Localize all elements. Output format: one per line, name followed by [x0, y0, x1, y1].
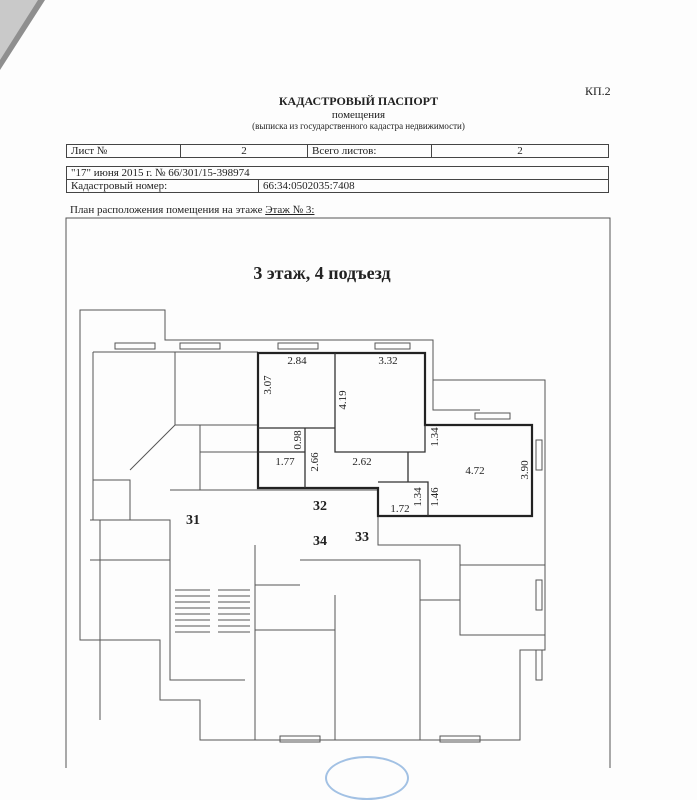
dimension-label: 4.72	[465, 465, 484, 477]
page-fold-shadow	[0, 0, 38, 60]
cadastral-value: 66:34:0502035:7408	[258, 179, 609, 193]
cadastral-label: Кадастровый номер:	[66, 179, 259, 193]
building-outline	[79, 309, 546, 741]
form-code: КП.2	[585, 84, 611, 98]
stairs	[175, 589, 250, 633]
total-label: Всего листов:	[307, 144, 432, 158]
apartment-walls	[258, 353, 429, 516]
floor-plan: 3 этаж, 4 подъезд 2.84 3.32 3.07 4.19 0.…	[65, 217, 611, 768]
room-number: 31	[186, 513, 200, 528]
sheet-label: Лист №	[66, 144, 181, 158]
record-table: "17" июня 2015 г. № 66/301/15-398974 Кад…	[66, 166, 609, 193]
room-numbers: 31 32 33 34	[186, 499, 369, 549]
sheet-table: Лист № 2 Всего листов: 2	[66, 144, 609, 158]
wall-lines	[92, 351, 258, 520]
room-number: 33	[355, 530, 369, 545]
plan-caption-text: План расположения помещения на этаже	[70, 204, 263, 216]
wall-lines	[170, 489, 545, 740]
total-value: 2	[431, 144, 609, 158]
plan-caption: План расположения помещения на этаже Эта…	[70, 204, 314, 216]
document-title: КАДАСТРОВЫЙ ПАСПОРТ	[278, 94, 439, 108]
dimension-label: 4.19	[337, 390, 349, 410]
dimension-label: 1.34	[412, 487, 424, 507]
plan-frame	[65, 217, 611, 768]
wall-lines	[90, 519, 245, 720]
dimension-labels: 2.84 3.32 3.07 4.19 0.98 1.77 2.66 2.62 …	[262, 355, 531, 515]
floor-link: Этаж № 3:	[265, 204, 315, 216]
dimension-label: 1.46	[429, 487, 441, 507]
dimension-label: 3.32	[378, 355, 397, 367]
plan-heading: 3 этаж, 4 подъезд	[253, 263, 390, 283]
document-subtitle: помещения	[331, 109, 386, 121]
dimension-label: 1.77	[275, 456, 295, 468]
dimension-label: 0.98	[292, 430, 304, 450]
stamp-seal	[325, 756, 409, 800]
wall-lines	[432, 380, 546, 570]
dimension-label: 1.34	[429, 427, 441, 447]
dimension-label: 3.90	[519, 460, 531, 480]
room-number: 32	[313, 499, 327, 514]
dimension-label: 2.62	[352, 456, 371, 468]
dimension-label: 2.84	[287, 355, 307, 367]
document-note: (выписка из государственного кадастра не…	[252, 121, 465, 131]
windows	[114, 342, 543, 743]
dimension-label: 2.66	[309, 452, 321, 472]
dimension-label: 3.07	[262, 375, 274, 395]
apartment-outline	[256, 351, 534, 518]
dimension-label: 1.72	[390, 503, 409, 515]
room-number: 34	[313, 534, 327, 549]
